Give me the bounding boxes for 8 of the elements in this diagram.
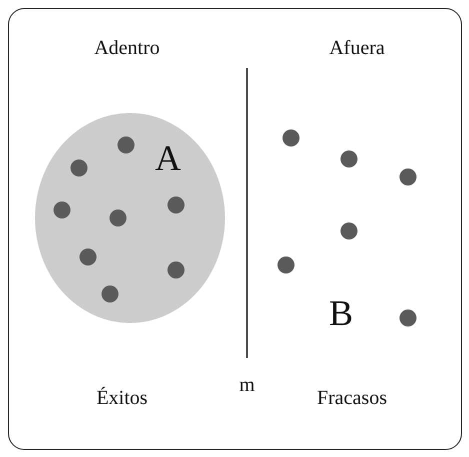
ellipse-region <box>35 113 225 323</box>
section-heading: Afuera <box>329 38 385 58</box>
category-label: Fracasos <box>317 388 387 408</box>
category-label: Éxitos <box>96 388 148 408</box>
region-letter: B <box>329 295 353 331</box>
line-label: m <box>239 375 255 395</box>
region-letter: A <box>155 140 181 176</box>
section-heading: Adentro <box>94 38 160 58</box>
